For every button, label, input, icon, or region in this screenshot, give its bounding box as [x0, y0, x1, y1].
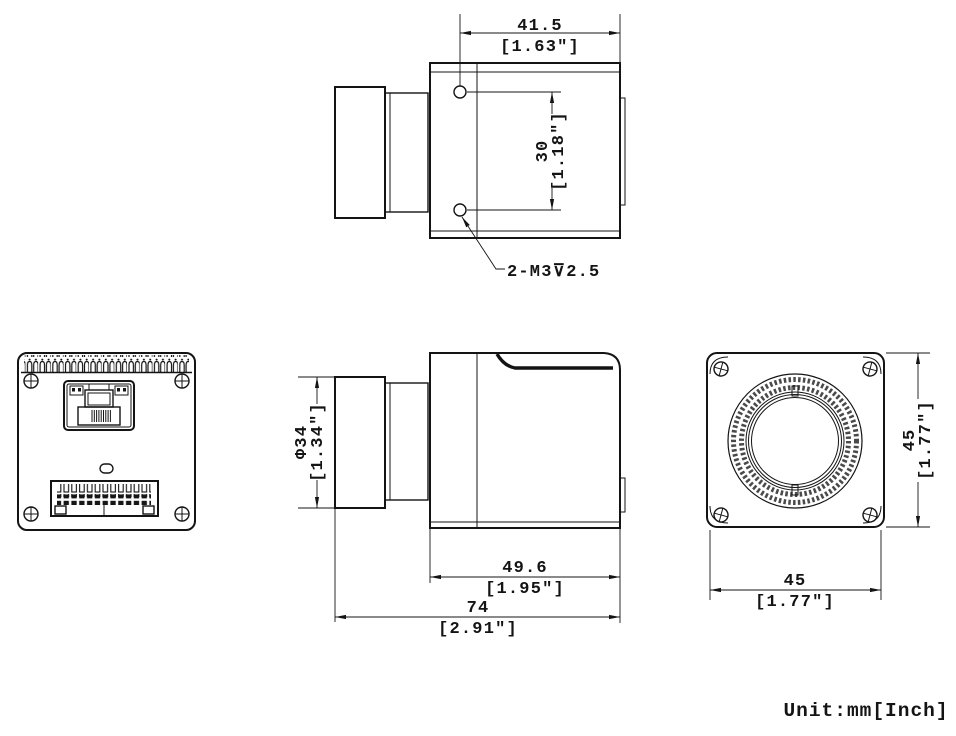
dimension-body-length: 49.6 [1.95″] [429, 528, 621, 623]
io-connector-pins [57, 495, 151, 505]
top-view: 41.5 [1.63″] 30[1.18″] 2-M3⊽2.5 [334, 14, 626, 282]
phillips-screw-icon [713, 507, 729, 523]
dimension-label: Φ34[1.34″] [293, 402, 328, 482]
io-power-connector [50, 480, 159, 517]
leader-line [461, 216, 505, 270]
dimension-value-inch: [1.95″] [485, 580, 565, 599]
dimension-body-height: 45[1.77″] [886, 352, 936, 528]
front-view-corner-chamfers [709, 356, 882, 524]
top-view-body-outline [429, 62, 621, 239]
phillips-screw-icon [174, 373, 190, 389]
rj45-latch-detail [78, 388, 81, 392]
phillips-screw-icon [862, 361, 878, 377]
side-view-body-outline [429, 352, 621, 529]
rear-view [17, 352, 196, 531]
side-view: Φ34[1.34″] 49.6 [1.95″] 74 [2.91″] [293, 352, 626, 639]
rj45-contact-pins [91, 410, 111, 422]
rear-view-body-outline [17, 352, 196, 531]
front-view-body-outline [706, 352, 885, 528]
rj45-latch-detail [72, 388, 75, 392]
side-view-lens-barrel [384, 382, 429, 501]
phillips-screw-icon [23, 506, 39, 522]
rj45-latch-detail [117, 388, 120, 392]
dimension-total-length: 74 [2.91″] [334, 508, 620, 639]
lens-mount-outer-circle [727, 373, 863, 509]
dimension-value-mm: 49.6 [502, 559, 548, 578]
side-view-rear-bump [619, 477, 626, 513]
dimension-mount-hole-spacing: 30[1.18″] [467, 91, 569, 211]
lens-mount-index-notch [791, 484, 799, 496]
rj45-cavity-inner [87, 392, 111, 406]
phillips-screw-icon [23, 373, 39, 389]
io-connector-slots [57, 484, 151, 497]
dimension-value-inch: [1.77″] [755, 593, 835, 612]
dimension-body-width: 45 [1.77″] [709, 530, 882, 612]
top-view-lens-cap [334, 86, 386, 219]
front-view: 45[1.77″] 45 [1.77″] [706, 352, 936, 612]
top-view-lens-barrel [384, 92, 429, 213]
led-indicator [99, 463, 114, 474]
phillips-screw-icon [174, 506, 190, 522]
rj45-outer-frame [63, 380, 135, 431]
rj45-top-tab [88, 383, 110, 391]
rj45-latch-detail [123, 388, 126, 392]
lens-mount-ring [727, 373, 863, 509]
dimension-label: 45[1.77″] [901, 400, 936, 480]
rj45-ethernet-port [63, 380, 135, 431]
top-view-rear-bump [619, 97, 626, 206]
lens-mount-knurl-inner [739, 385, 851, 497]
side-view-lens-cap [334, 376, 386, 509]
lens-mount-index-notch [791, 385, 799, 397]
mount-hole-callout: 2-M3⊽2.5 [461, 216, 600, 282]
lens-mount-bore-circle [751, 397, 839, 485]
phillips-screw-icon [713, 361, 729, 377]
heatsink-fins [24, 355, 189, 372]
side-view-heatsink-chamfer [495, 353, 613, 370]
mounting-hole [453, 203, 467, 217]
dimension-value-inch: [2.91″] [438, 620, 518, 639]
mounting-hole [453, 85, 467, 99]
callout-text: 2-M3⊽2.5 [507, 263, 600, 282]
rj45-latch-right [114, 385, 129, 396]
rj45-latch-left [69, 385, 84, 396]
dimension-value-mm: 41.5 [517, 17, 563, 36]
dimension-value-mm: 45 [784, 572, 807, 591]
lens-mount-knurl-outer [731, 377, 859, 505]
io-connector-key-left [54, 505, 67, 515]
lens-mount-thread-circle [748, 394, 842, 488]
io-connector-key-right [142, 505, 155, 515]
dimension-mount-hole-offset: 41.5 [1.63″] [459, 14, 621, 86]
phillips-screw-icon [862, 507, 878, 523]
unit-note: Unit:mm[Inch] [783, 700, 948, 722]
dimension-value-mm: 74 [467, 599, 490, 618]
lens-mount-thread-circle [745, 391, 845, 491]
dimension-value-inch: [1.63″] [500, 38, 580, 57]
rj45-cavity-lower [77, 406, 121, 426]
dimension-lens-diameter: Φ34[1.34″] [293, 376, 335, 509]
dimension-label: 30[1.18″] [534, 111, 569, 191]
